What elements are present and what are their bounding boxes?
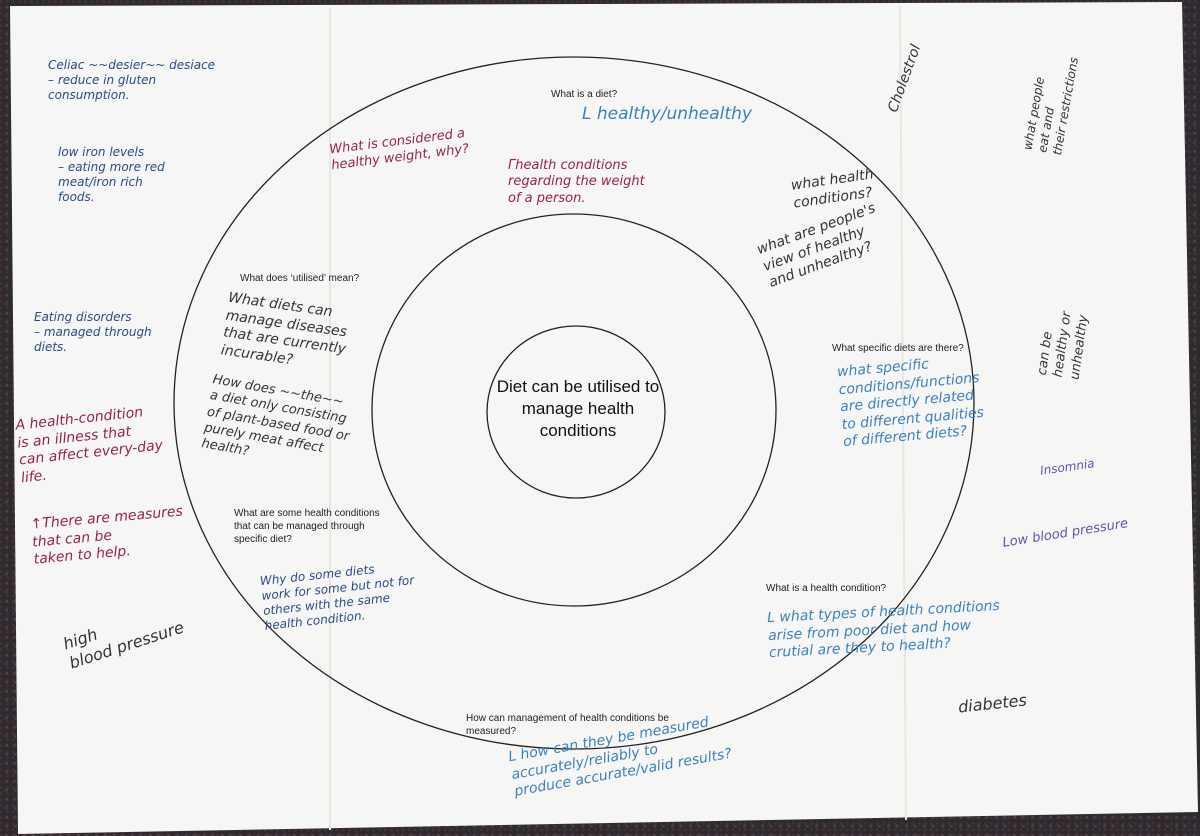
prompt-utilised-mean: What does ‘utilised’ mean? bbox=[240, 273, 360, 284]
prompt-specific-diets: What specific diets are there? bbox=[832, 343, 964, 354]
fold-line bbox=[899, 5, 907, 821]
note-eating-disorders: Eating disorders – managed through diets… bbox=[34, 310, 152, 354]
inner-circle bbox=[486, 325, 666, 499]
middle-circle bbox=[371, 213, 777, 607]
note-healthy-unhealthy: L healthy/unhealthy bbox=[582, 104, 752, 124]
note-weight-conditions: Γhealth conditions regarding the weight … bbox=[508, 158, 645, 206]
prompt-managed-conditions: What are some health conditions that can… bbox=[234, 508, 380, 545]
prompt-health-condition: What is a health condition? bbox=[766, 583, 887, 594]
note-celiac: Celiac ~~desier~~ desiace – reduce in gl… bbox=[48, 58, 216, 102]
note-iron: low iron levels – eating more red meat/i… bbox=[58, 145, 165, 204]
note-can-be-healthy: can be healthy or unhealthy bbox=[1034, 310, 1091, 381]
central-statement: Diet can be utilised to manage health co… bbox=[496, 377, 660, 441]
note-specific-conditions: what specific conditions/functions are d… bbox=[836, 356, 985, 451]
note-health-condition-def: A health-condition is an illness that ca… bbox=[14, 404, 164, 486]
prompt-what-is-diet: What is a diet? bbox=[551, 89, 618, 100]
outer-circle bbox=[173, 56, 975, 750]
prompt-management-measured: How can management of health conditions … bbox=[466, 713, 669, 737]
